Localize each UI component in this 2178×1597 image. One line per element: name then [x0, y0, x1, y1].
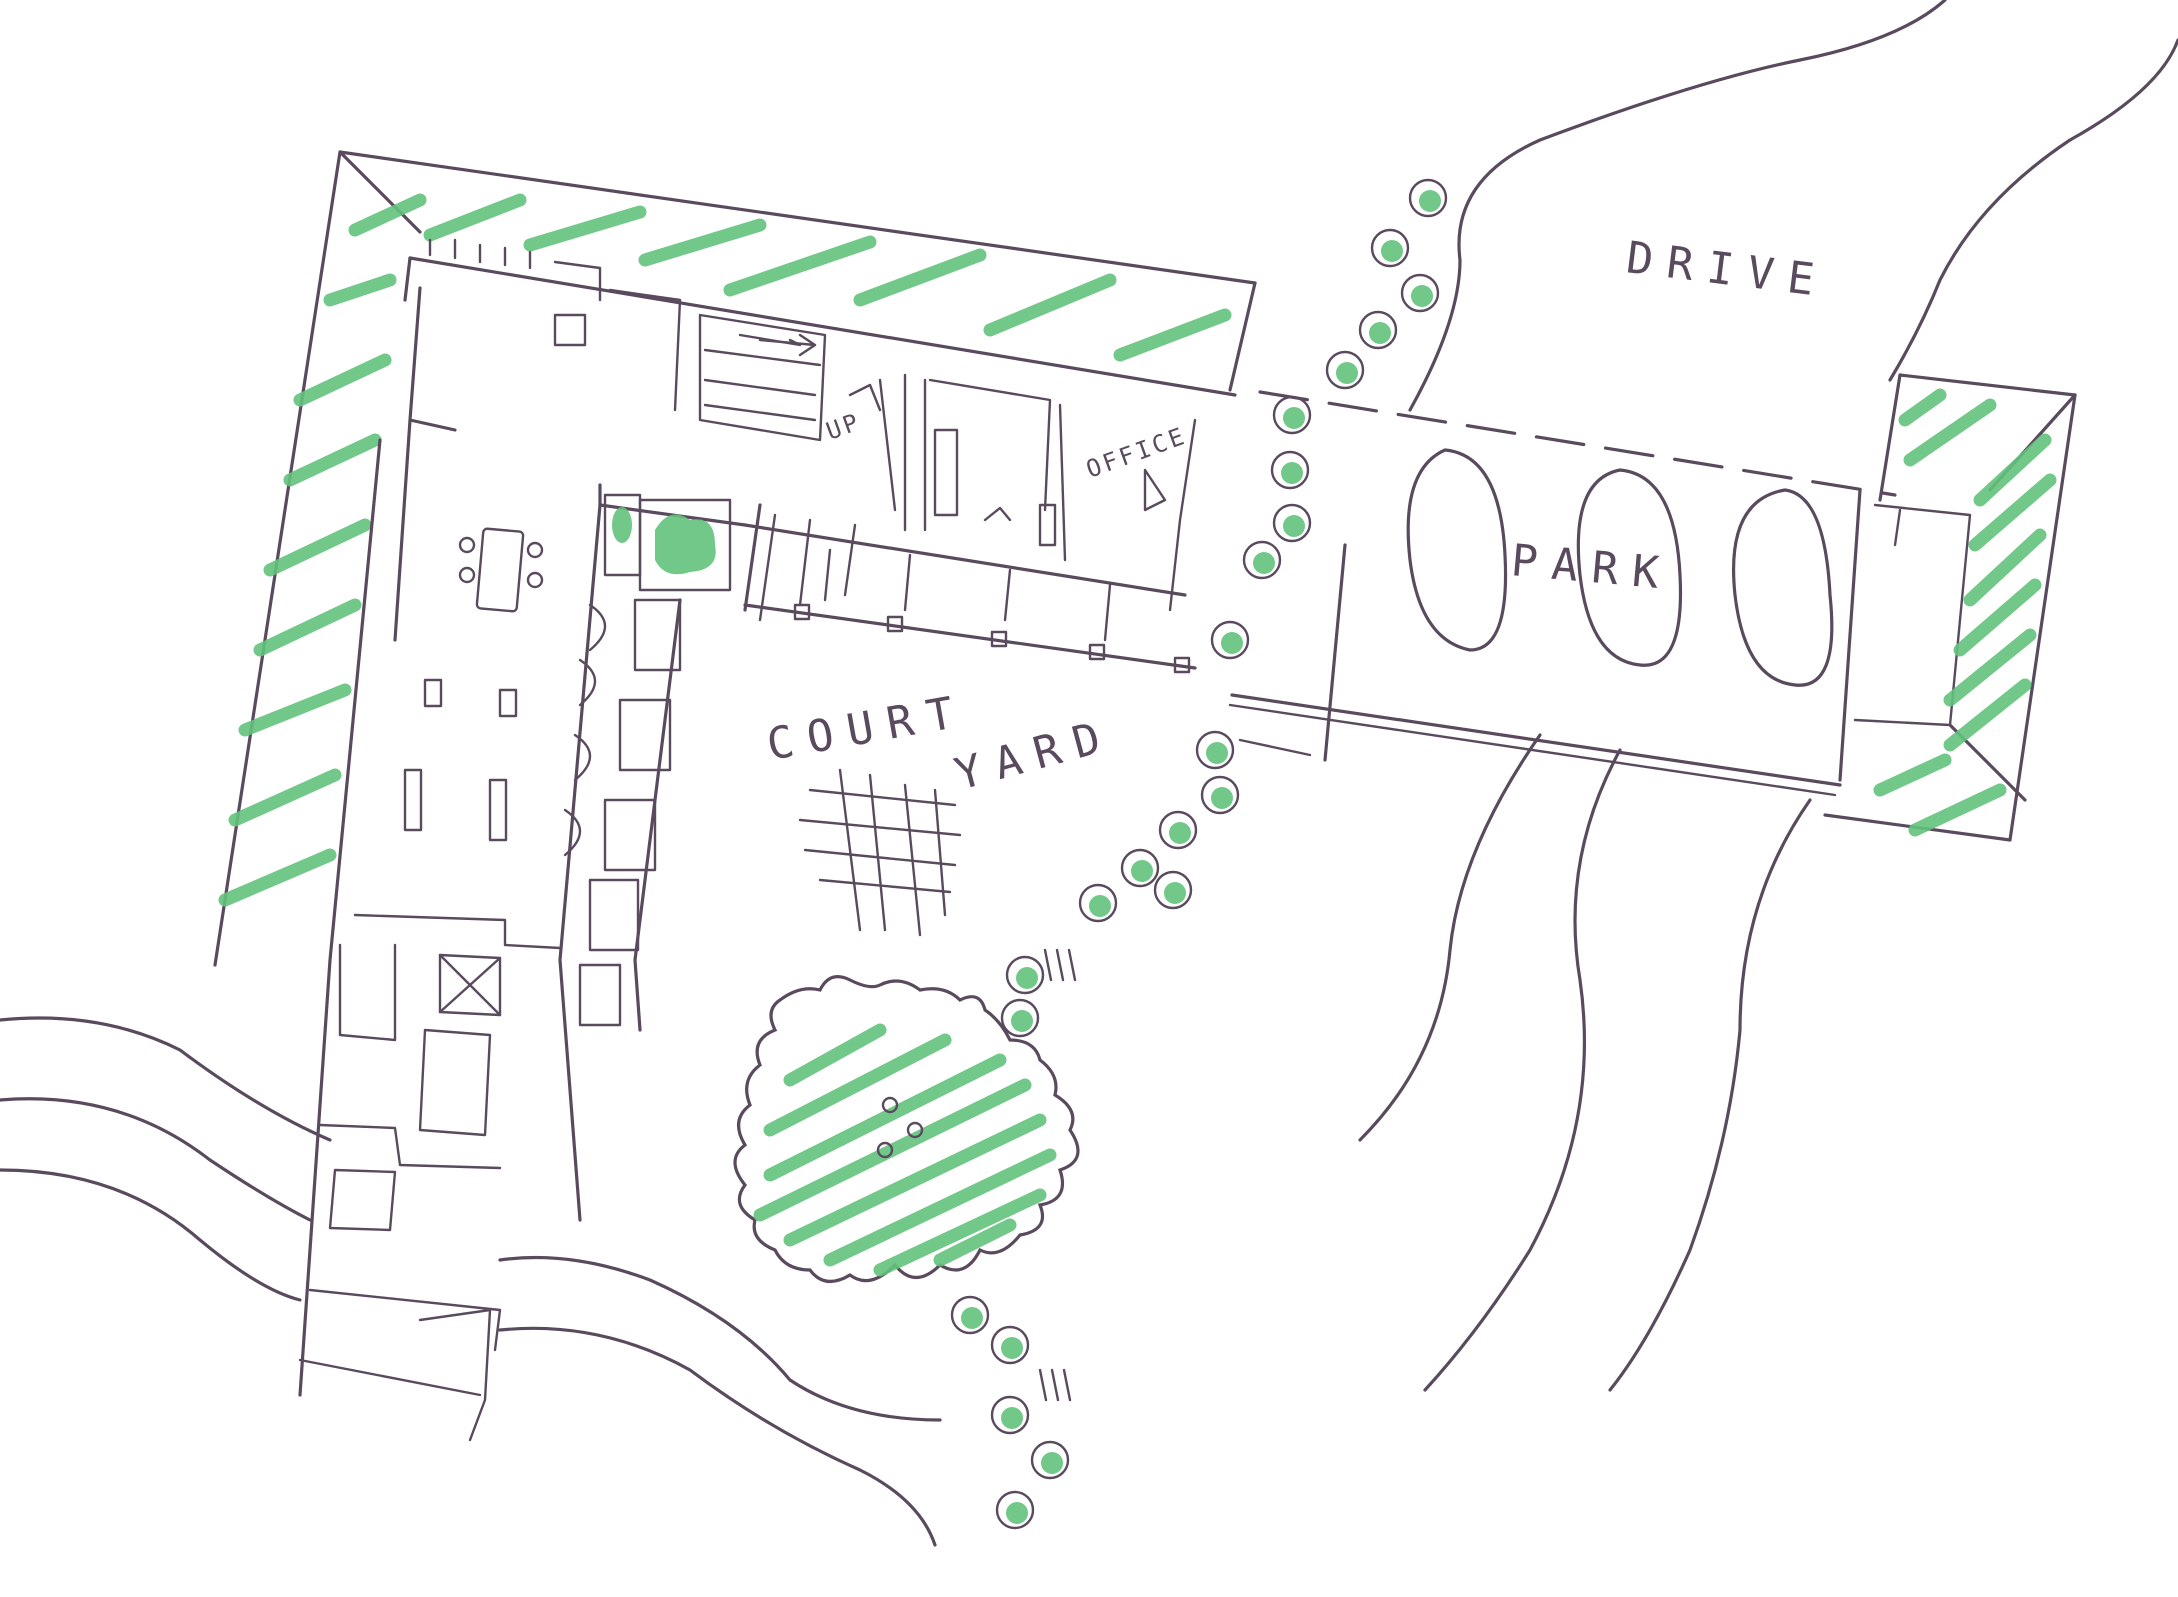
small-tree-canopy	[1283, 515, 1305, 537]
small-tree	[1325, 350, 1365, 390]
small-tree	[1078, 883, 1118, 923]
small-tree	[1120, 848, 1160, 888]
small-tree-canopy	[1001, 1407, 1023, 1429]
small-tree-canopy	[1381, 240, 1403, 262]
small-tree	[950, 1295, 990, 1335]
small-tree	[1408, 178, 1448, 218]
tree-guard-mark	[1038, 1368, 1048, 1402]
small-tree-canopy	[1419, 190, 1441, 212]
small-tree	[1370, 228, 1410, 268]
small-tree-canopy	[1169, 822, 1191, 844]
small-tree	[990, 1395, 1030, 1435]
tree-row	[950, 178, 1448, 1530]
large-tree	[733, 975, 1080, 1283]
up-label: UP	[822, 407, 864, 445]
small-tree	[1158, 810, 1198, 850]
small-tree	[1005, 955, 1045, 995]
small-tree	[990, 1325, 1030, 1365]
landscape-buffer-left	[213, 150, 1257, 967]
small-tree	[1195, 730, 1235, 770]
small-tree-canopy	[1336, 362, 1358, 384]
small-tree	[1358, 310, 1398, 350]
small-tree-canopy	[1131, 860, 1153, 882]
small-tree-canopy	[961, 1307, 983, 1329]
tree-guard-mark	[1067, 948, 1077, 982]
small-tree	[1270, 450, 1310, 490]
small-tree-canopy	[1016, 967, 1038, 989]
small-tree-canopy	[1283, 407, 1305, 429]
drive-label: DRIVE	[1624, 232, 1831, 307]
landscape-buffer-right	[1823, 373, 2077, 842]
tree-guard-mark	[1055, 948, 1065, 982]
small-tree	[1272, 503, 1312, 543]
small-tree-canopy	[1011, 1010, 1033, 1032]
small-tree	[1210, 620, 1250, 660]
small-tree-canopy	[1041, 1452, 1063, 1474]
small-tree-canopy	[1089, 895, 1111, 917]
park-label: PARK	[1509, 535, 1675, 600]
contours-and-drive	[0, 0, 2178, 1547]
small-tree-canopy	[1006, 1502, 1028, 1524]
small-tree-canopy	[1001, 1337, 1023, 1359]
parking-area	[1228, 390, 1972, 797]
small-tree-canopy	[1211, 787, 1233, 809]
courtyard-paving-grid	[798, 768, 962, 937]
small-tree	[1030, 1440, 1070, 1480]
small-tree-canopy	[1206, 742, 1228, 764]
small-tree-canopy	[1369, 322, 1391, 344]
office-label: OFFICE	[1082, 422, 1190, 484]
small-tree-canopy	[1253, 552, 1275, 574]
tree-guard-mark	[1062, 1368, 1072, 1402]
small-tree	[1000, 998, 1040, 1038]
small-tree	[1400, 273, 1440, 313]
small-tree-canopy	[1281, 462, 1303, 484]
tree-guard-mark	[1050, 1368, 1060, 1402]
small-tree	[1153, 870, 1193, 910]
yard-label: YARD	[950, 709, 1120, 800]
building-plan	[298, 238, 1237, 1442]
small-tree-canopy	[1221, 632, 1243, 654]
small-tree	[995, 1490, 1035, 1530]
small-tree	[1200, 775, 1240, 815]
court-label: COURT	[763, 685, 971, 770]
small-tree-canopy	[1164, 882, 1186, 904]
small-tree-canopy	[1411, 285, 1433, 307]
small-tree	[1242, 540, 1282, 580]
tree-guard-mark	[1043, 948, 1053, 982]
